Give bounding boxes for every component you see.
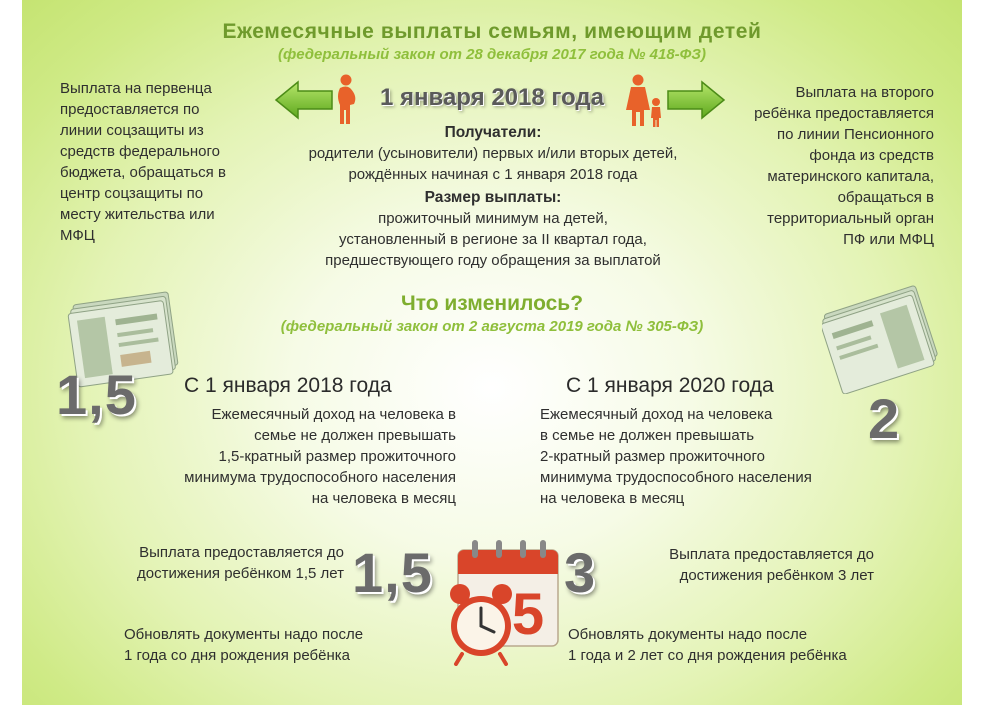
text-line: Выплата на первенца (60, 80, 212, 97)
arrow-left-icon (274, 80, 333, 120)
text-line: достижения ребёнком 1,5 лет (137, 565, 344, 582)
changes-subtitle: (федеральный закон от 2 августа 2019 год… (280, 318, 704, 335)
text-line: 1 года и 2 лет со дня рождения ребёнка (568, 647, 847, 664)
before-renewal: Обновлять документы надо после 1 года со… (124, 624, 424, 666)
mother-child-icon (626, 74, 661, 127)
text-line: рождённых начиная с 1 января 2018 года (348, 166, 638, 183)
calendar-digit: 5 (512, 582, 544, 647)
before-conditions: Ежемесячный доход на человека в семье не… (114, 404, 456, 509)
before-payment-period: Выплата предоставляется до достижения ре… (82, 542, 344, 584)
recipients-heading: Получатели: (444, 124, 542, 141)
alarm-clock-icon (450, 584, 512, 666)
text-line: центр соцзащиты по (60, 185, 204, 202)
text-line: линии соцзащиты из (60, 122, 204, 139)
text-line: Обновлять документы надо после (124, 626, 364, 643)
money-stack-icon (822, 285, 938, 394)
after-renewal: Обновлять документы надо после 1 года и … (568, 624, 948, 666)
text-line: ПФ или МФЦ (843, 231, 934, 248)
text-line: месту жительства или (60, 206, 215, 223)
text-line: по линии Пенсионного (777, 126, 934, 143)
text-line: бюджета, обращаться в (60, 164, 226, 181)
text-line: минимума трудоспособного населения (540, 469, 812, 486)
text-line: семье не должен превышать (254, 427, 456, 444)
before-title: С 1 января 2018 года (184, 374, 392, 397)
after-title: С 1 января 2020 года (566, 374, 774, 397)
after-payment-period: Выплата предоставляется до достижения ре… (622, 544, 874, 586)
main-subtitle: (федеральный закон от 28 декабря 2017 го… (277, 46, 707, 63)
amount-heading: Размер выплаты: (424, 189, 562, 206)
text-line: в семье не должен превышать (540, 427, 755, 444)
changes-title: Что изменилось? (400, 292, 584, 315)
text-line: территориальный орган (767, 210, 934, 227)
text-line: Ежемесячный доход на человека в (211, 406, 456, 423)
text-line: родители (усыновители) первых и/или втор… (308, 145, 678, 162)
text-line: 1,5-кратный размер прожиточного (218, 448, 457, 465)
date-banner: 1 января 2018 года (380, 84, 604, 111)
multiplier-after: 2 (868, 387, 901, 450)
text-line: на человека в месяц (311, 490, 456, 507)
text-line: Выплата предоставляется до (139, 544, 344, 561)
text-line: материнского капитала, (767, 168, 934, 185)
text-line: Выплата на второго (795, 84, 934, 101)
text-line: обращаться в (837, 189, 934, 206)
text-line: достижения ребёнком 3 лет (679, 567, 874, 584)
infographic-slide: Ежемесячные выплаты семьям, имеющим дете… (22, 0, 962, 705)
age-limit-after: 3 (564, 541, 597, 604)
text-line: минимума трудоспособного населения (184, 469, 456, 486)
after-conditions: Ежемесячный доход на человека в семье не… (540, 404, 880, 509)
recipients-block: Получатели: родители (усыновители) первы… (258, 122, 728, 271)
text-line: установленный в регионе за II квартал го… (339, 231, 647, 248)
text-line: Обновлять документы надо после (568, 626, 808, 643)
money-stack-icon (67, 291, 179, 388)
text-line: прожиточный минимум на детей, (378, 210, 608, 227)
second-child-info: Выплата на второго ребёнка предоставляет… (712, 82, 934, 250)
text-line: фонда из средств (809, 147, 934, 164)
text-line: предшествующего году обращения за выплат… (325, 252, 661, 269)
first-child-info: Выплата на первенца предоставляется по л… (60, 78, 270, 246)
text-line: 1 года со дня рождения ребёнка (124, 647, 350, 664)
text-line: средств федерального (60, 143, 220, 160)
text-line: Ежемесячный доход на человека (540, 406, 773, 423)
text-line: 2-кратный размер прожиточного (540, 448, 765, 465)
text-line: ребёнка предоставляется (754, 105, 934, 122)
text-line: предоставляется по (60, 101, 200, 118)
text-line: Выплата предоставляется до (669, 546, 874, 563)
arrow-right-icon (667, 80, 726, 120)
pregnant-woman-icon (338, 74, 356, 124)
text-line: МФЦ (60, 227, 95, 244)
multiplier-before: 1,5 (56, 363, 137, 426)
main-title: Ежемесячные выплаты семьям, имеющим дете… (222, 20, 762, 43)
text-line: на человека в месяц (540, 490, 685, 507)
age-limit-before: 1,5 (352, 541, 433, 604)
